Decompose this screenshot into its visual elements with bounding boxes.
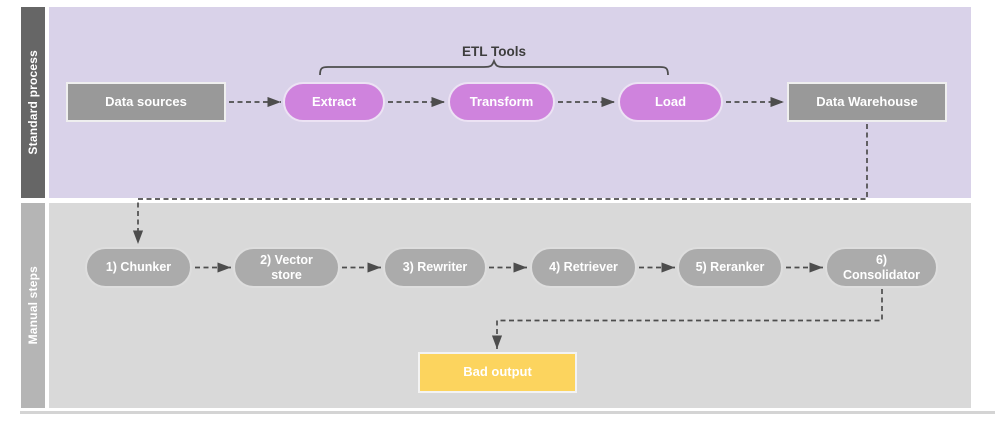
etl-tools-label: ETL Tools: [462, 44, 526, 59]
node-retriever: 4) Retriever: [530, 247, 637, 288]
node-vector-store: 2) Vector store: [233, 247, 340, 288]
node-data-warehouse: Data Warehouse: [787, 82, 947, 122]
node-rewriter: 3) Rewriter: [383, 247, 487, 288]
lane-standard-process-bar: Standard process: [21, 7, 45, 198]
node-consolidator: 6) Consolidator: [825, 247, 938, 288]
lane-manual-steps-bar: Manual steps: [21, 203, 45, 408]
node-load: Load: [618, 82, 723, 122]
node-data-sources: Data sources: [66, 82, 226, 122]
node-chunker: 1) Chunker: [85, 247, 192, 288]
lane-manual-steps-label: Manual steps: [26, 266, 40, 345]
bottom-divider-line: [20, 411, 995, 414]
node-bad-output: Bad output: [418, 352, 577, 393]
node-reranker: 5) Reranker: [677, 247, 783, 288]
lane-standard-process-label: Standard process: [26, 50, 40, 155]
node-transform: Transform: [448, 82, 555, 122]
node-extract: Extract: [283, 82, 385, 122]
